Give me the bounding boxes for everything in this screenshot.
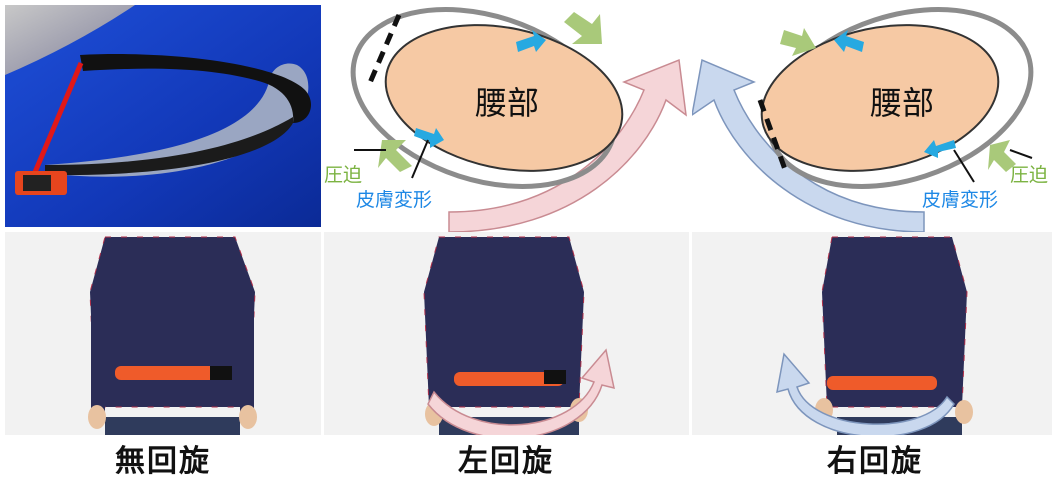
waist-label: 腰部 — [474, 84, 539, 122]
caption-right-rotation: 右回旋 — [827, 444, 923, 479]
right-rotation-arrow — [692, 58, 925, 232]
skin-arrow-top — [834, 30, 864, 52]
pressure-arrow-bottom — [988, 140, 1016, 172]
pressure-arrow-top — [564, 12, 602, 44]
pressure-label: 圧迫 — [1010, 164, 1049, 186]
right-diagram-svg — [692, 7, 1034, 232]
left-diagram-svg — [350, 7, 687, 232]
skin-arrow-bottom — [924, 140, 956, 158]
waist-shape — [384, 24, 624, 172]
waist-label: 腰部 — [869, 84, 934, 122]
photo-no-rotation — [5, 232, 321, 435]
belt-photo-illustration — [5, 5, 321, 227]
elastic-dashed — [757, 99, 790, 176]
skin-arrow-top — [516, 30, 546, 52]
pressure-arrow-bottom — [378, 140, 412, 172]
pressure-label: 圧迫 — [324, 164, 363, 186]
skin-deformation-label: 皮膚変形 — [922, 189, 999, 211]
left-rotation-diagram: 腰部 圧迫 皮膚変形 — [324, 0, 689, 232]
skin-deformation-label: 皮膚変形 — [356, 189, 433, 211]
pressure-arrow-top — [780, 28, 816, 56]
skin-arrow-bottom — [414, 128, 444, 148]
photo-left-rotation — [324, 232, 689, 435]
caption-no-rotation: 無回旋 — [115, 444, 211, 479]
waist-shape — [760, 24, 1000, 172]
elastic-dashed — [366, 14, 402, 86]
belt-photo — [5, 5, 321, 227]
caption-left-rotation: 左回旋 — [458, 444, 554, 479]
left-rotation-arrow — [448, 58, 687, 232]
person-no-rotation — [5, 232, 321, 435]
person-left-rotation — [324, 232, 689, 435]
right-rotation-diagram: 腰部 圧迫 皮膚変形 — [692, 0, 1056, 232]
person-right-rotation — [692, 232, 1052, 435]
photo-right-rotation — [692, 232, 1052, 435]
